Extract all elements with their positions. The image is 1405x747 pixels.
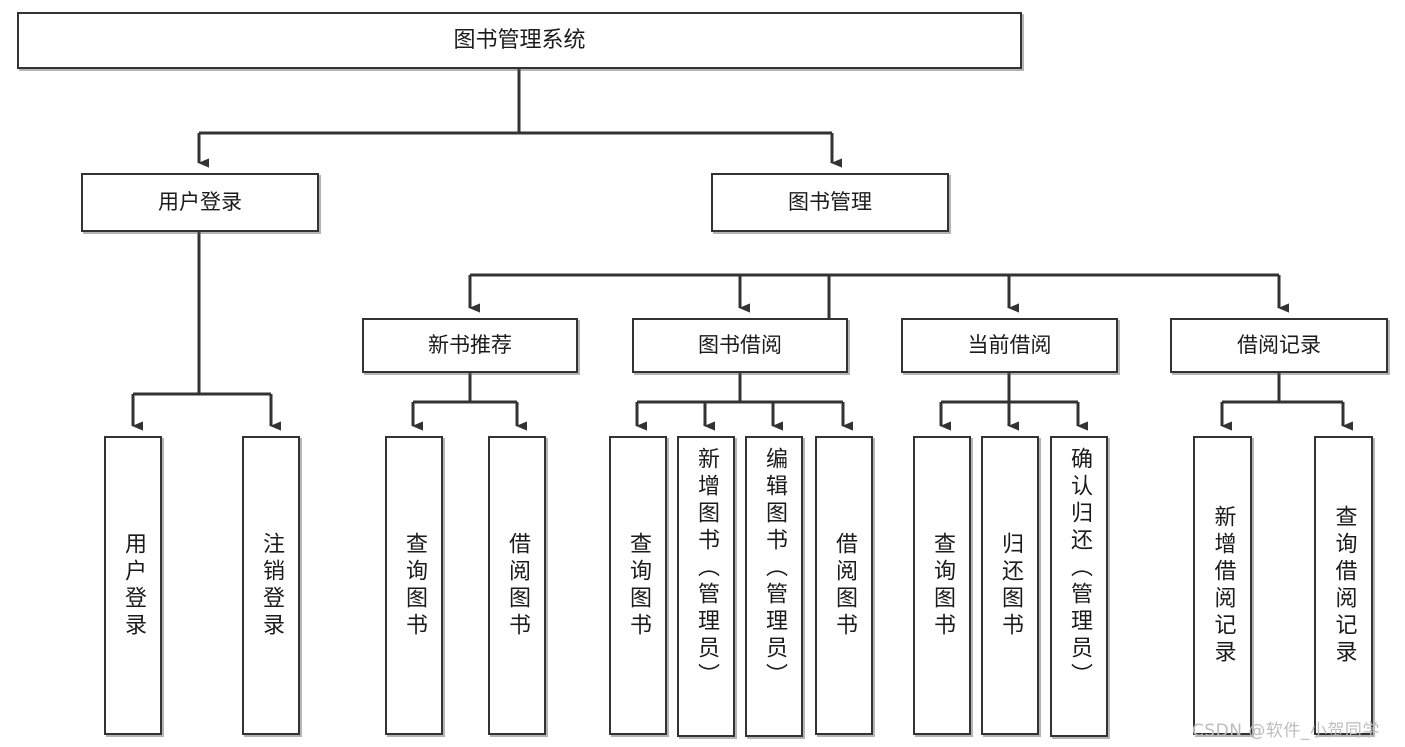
node-book-borrow[interactable]: 图书借阅	[632, 318, 848, 373]
node-label: 用户登录	[121, 531, 146, 640]
node-borrow-record[interactable]: 借阅记录	[1170, 318, 1388, 373]
node-label: 新增借阅记录	[1210, 504, 1236, 667]
node-label: 新书推荐	[428, 333, 512, 358]
node-label: 归还图书	[998, 531, 1023, 640]
leaf-user-login[interactable]: 用户登录	[104, 436, 162, 735]
csdn-watermark: CSDN @软件_小贺同学	[1192, 721, 1380, 741]
node-label: 图书管理系统	[453, 27, 586, 53]
leaf-query-book-new-recommend[interactable]: 查询图书	[385, 436, 443, 735]
node-label: 确认归还（管理员）	[1067, 447, 1092, 690]
node-label: 当前借阅	[967, 333, 1052, 358]
node-label: 查询图书	[626, 531, 651, 640]
node-label: 查询图书	[930, 531, 955, 640]
node-label: 注销登录	[259, 531, 284, 640]
leaf-borrow-book-new-recommend[interactable]: 借阅图书	[488, 436, 546, 735]
leaf-user-logout[interactable]: 注销登录	[242, 436, 300, 735]
node-root-book-management-system[interactable]: 图书管理系统	[17, 12, 1022, 69]
node-label: 查询借阅记录	[1331, 504, 1357, 667]
node-label: 图书借阅	[698, 333, 782, 358]
node-label: 借阅图书	[505, 531, 530, 640]
leaf-query-borrow-record[interactable]: 查询借阅记录	[1314, 436, 1373, 735]
node-label: 编辑图书（管理员）	[762, 447, 787, 690]
node-book-manage[interactable]: 图书管理	[711, 173, 949, 232]
node-label: 借阅图书	[832, 531, 857, 640]
leaf-add-book-admin[interactable]: 新增图书（管理员）	[677, 436, 735, 737]
leaf-add-borrow-record[interactable]: 新增借阅记录	[1193, 436, 1252, 735]
leaf-return-book[interactable]: 归还图书	[981, 436, 1039, 735]
node-current-borrow[interactable]: 当前借阅	[901, 318, 1118, 373]
leaf-query-book-current[interactable]: 查询图书	[913, 436, 971, 735]
leaf-edit-book-admin[interactable]: 编辑图书（管理员）	[745, 436, 803, 737]
node-new-book-recommend[interactable]: 新书推荐	[362, 318, 578, 373]
node-label: 图书管理	[788, 190, 872, 215]
leaf-borrow-book-borrow[interactable]: 借阅图书	[815, 436, 873, 735]
leaf-confirm-return-admin[interactable]: 确认归还（管理员）	[1050, 436, 1108, 737]
node-label: 借阅记录	[1237, 333, 1321, 358]
node-label: 查询图书	[402, 531, 427, 640]
node-user-login[interactable]: 用户登录	[81, 173, 319, 232]
node-label: 新增图书（管理员）	[694, 447, 719, 690]
leaf-query-book-borrow[interactable]: 查询图书	[609, 436, 667, 735]
node-label: 用户登录	[158, 190, 242, 215]
